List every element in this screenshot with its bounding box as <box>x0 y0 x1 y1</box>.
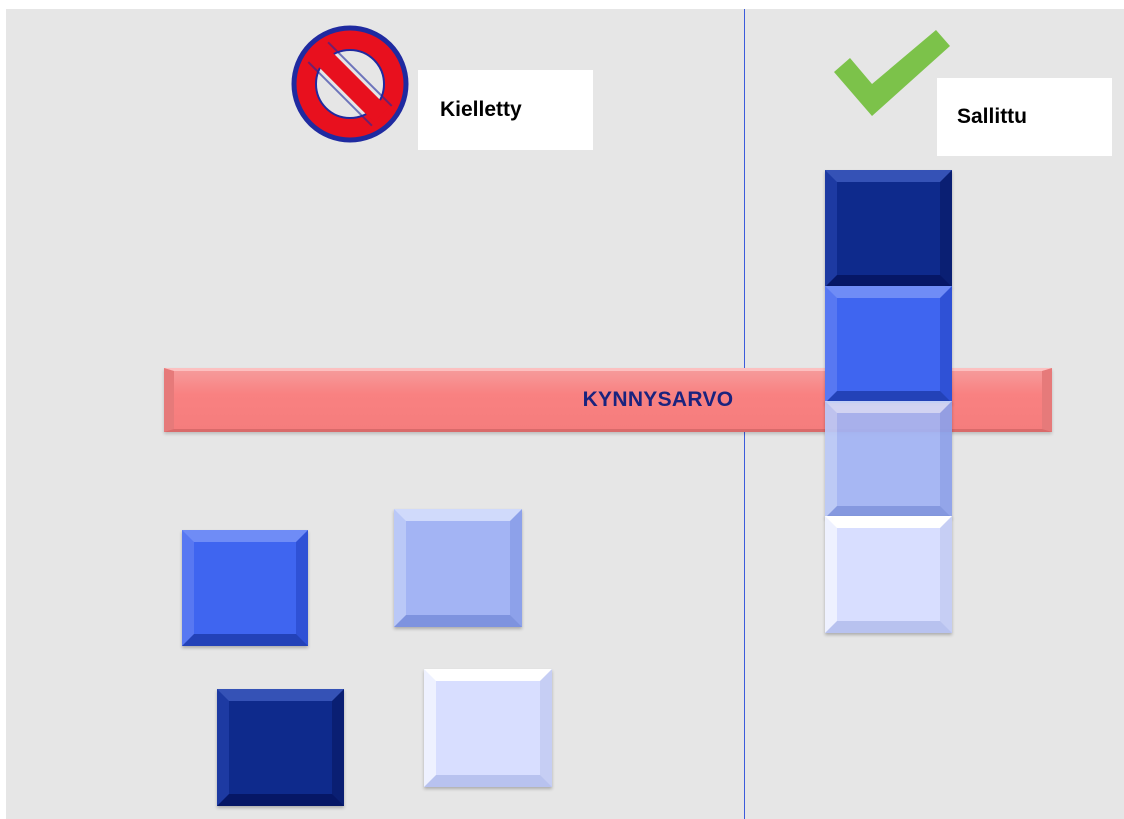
no-entry-icon <box>291 25 409 143</box>
left-block-blue <box>182 530 308 646</box>
stack-block-navy <box>825 170 952 287</box>
stack-block-pale <box>825 516 952 633</box>
left-block-pale <box>424 669 552 787</box>
left-block-navy <box>217 689 344 806</box>
allowed-label-box: Sallittu <box>937 78 1112 156</box>
threshold-label: KYNNYSARVO <box>582 388 734 411</box>
forbidden-label: Kielletty <box>440 98 522 121</box>
stack-block-blue <box>825 286 952 403</box>
left-block-light <box>394 509 522 627</box>
stack-block-light <box>825 401 952 518</box>
allowed-label: Sallittu <box>957 105 1028 128</box>
forbidden-label-box: Kielletty <box>418 70 593 150</box>
checkmark-icon <box>834 30 950 116</box>
